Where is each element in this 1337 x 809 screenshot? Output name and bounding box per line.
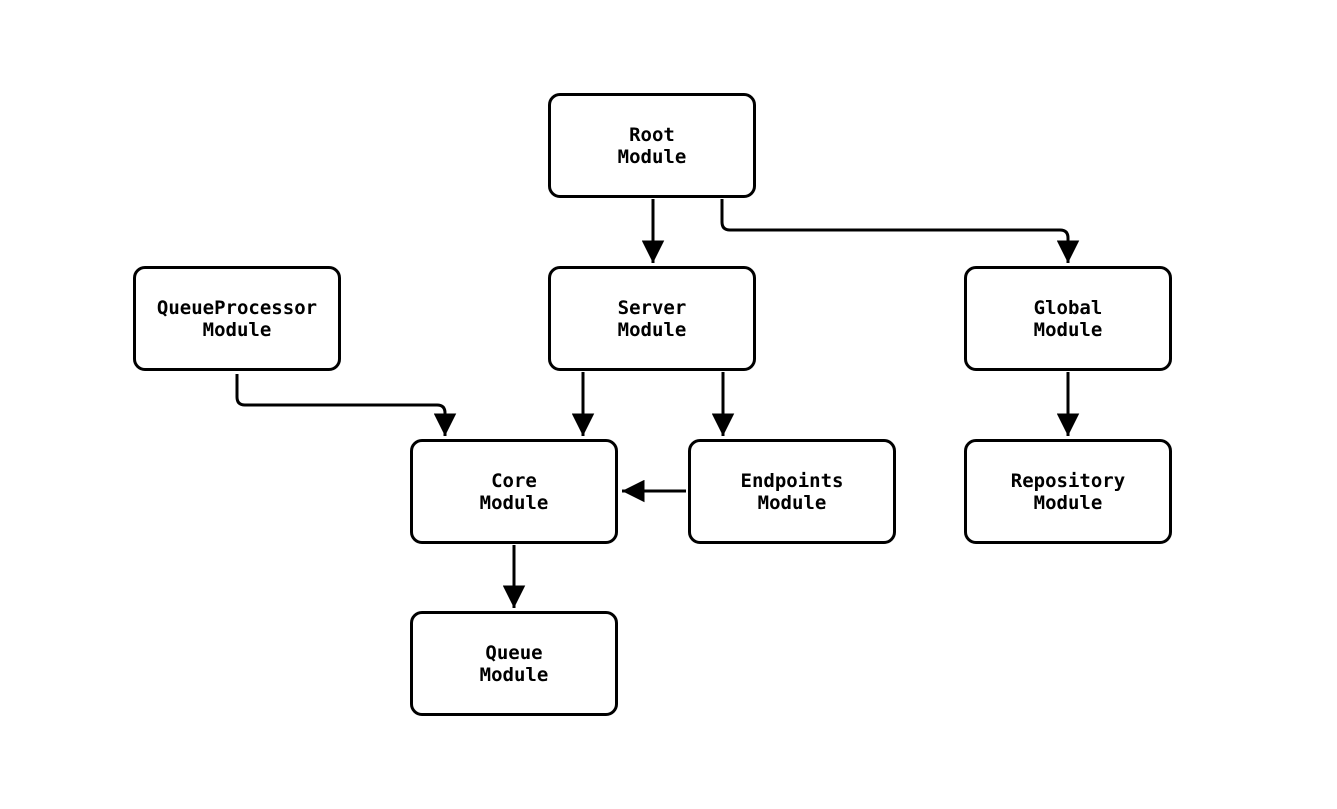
edge-root-to-global xyxy=(720,199,1080,263)
node-root-module: Root Module xyxy=(548,93,756,198)
node-endpoints-module: Endpoints Module xyxy=(688,439,896,544)
node-repository-module: Repository Module xyxy=(964,439,1172,544)
node-core-module: Core Module xyxy=(410,439,618,544)
node-queue-module-label: Queue Module xyxy=(479,641,549,686)
node-queueprocessor-module: QueueProcessor Module xyxy=(133,266,341,371)
node-global-module: Global Module xyxy=(964,266,1172,371)
node-server-module: Server Module xyxy=(548,266,756,371)
node-server-module-label: Server Module xyxy=(617,296,687,341)
node-root-module-label: Root Module xyxy=(617,123,687,168)
node-global-module-label: Global Module xyxy=(1033,296,1103,341)
node-endpoints-module-label: Endpoints Module xyxy=(740,469,844,514)
node-queueprocessor-module-label: QueueProcessor Module xyxy=(156,296,318,341)
node-repository-module-label: Repository Module xyxy=(1010,469,1126,514)
node-queue-module: Queue Module xyxy=(410,611,618,716)
node-core-module-label: Core Module xyxy=(479,469,549,514)
edge-queueprocessor-to-core xyxy=(235,374,457,436)
